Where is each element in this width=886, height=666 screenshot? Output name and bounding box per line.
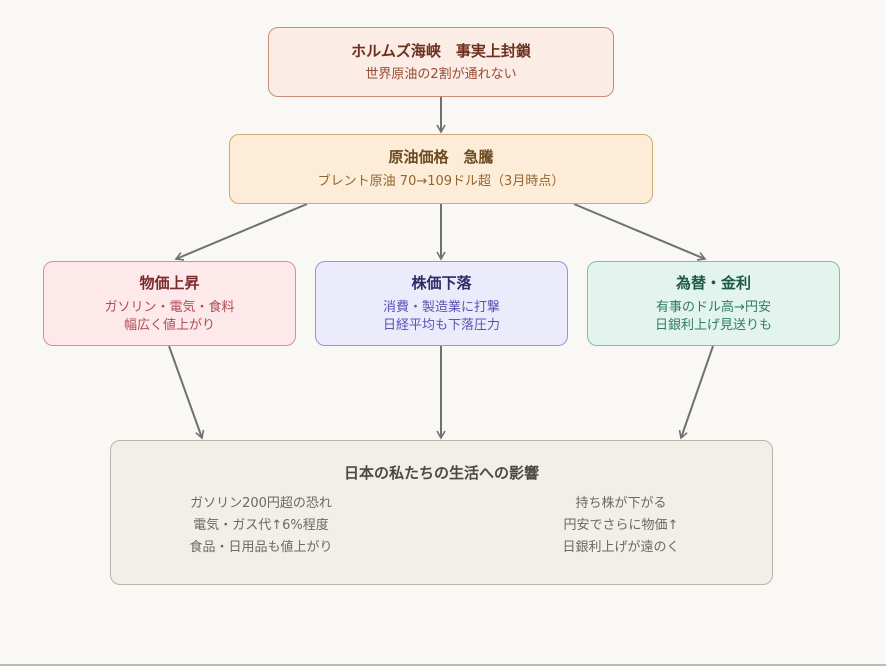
node-title: 日本の私たちの生活への影響	[343, 464, 539, 482]
node-line: 有事のドル高→円安	[656, 299, 771, 315]
impact-item: ガソリン200円超の恐れ	[190, 496, 332, 511]
impact-left-column: ガソリン200円超の恐れ 電気・ガス代↑6%程度 食品・日用品も値上がり	[151, 493, 371, 559]
node-line: ガソリン・電気・食料	[104, 299, 235, 315]
node-subtitle: 世界原油の2割が通れない	[365, 66, 517, 82]
edge-oil-to-fx	[573, 203, 707, 261]
node-title: 為替・金利	[675, 273, 751, 292]
node-subtitle: ブレント原油 70→109ドル超（3月時点）	[317, 174, 565, 189]
node-price-rise: 物価上昇 ガソリン・電気・食料 幅広く値上がり	[43, 261, 296, 346]
node-title: ホルムズ海峡 事実上封鎖	[351, 41, 531, 60]
node-stock-decline: 株価下落 消費・製造業に打撃 日経平均も下落圧力	[315, 261, 568, 346]
window-bottom-border	[0, 664, 886, 666]
node-line: 日銀利上げ見送りも	[654, 317, 772, 333]
node-title: 原油価格 急騰	[388, 148, 494, 166]
impact-item: 食品・日用品も値上がり	[189, 540, 333, 555]
edge-fx-to-impact	[678, 345, 714, 440]
impact-right-column: 持ち株が下がる 円安でさらに物価↑ 日銀利上げが遠のく	[511, 493, 731, 559]
impact-item: 円安でさらに物価↑	[563, 518, 679, 533]
node-line: 日経平均も下落圧力	[382, 317, 500, 333]
node-title: 株価下落	[411, 273, 472, 292]
impact-item: 日銀利上げが遠のく	[562, 540, 680, 555]
node-oil-price-surge: 原油価格 急騰 ブレント原油 70→109ドル超（3月時点）	[229, 134, 653, 204]
impact-item: 持ち株が下がる	[575, 496, 667, 511]
node-title: 物価上昇	[139, 273, 200, 292]
node-hormuz-blockade: ホルムズ海峡 事実上封鎖 世界原油の2割が通れない	[268, 27, 614, 97]
edge-oil-to-price	[174, 203, 308, 261]
impact-item: 電気・ガス代↑6%程度	[193, 518, 329, 533]
node-fx-interest: 為替・金利 有事のドル高→円安 日銀利上げ見送りも	[587, 261, 840, 346]
node-line: 消費・製造業に打撃	[382, 299, 500, 315]
node-line: 幅広く値上がり	[123, 317, 215, 333]
edge-price-to-impact	[168, 345, 205, 440]
node-impact-on-life: 日本の私たちの生活への影響 ガソリン200円超の恐れ 電気・ガス代↑6%程度 食…	[110, 440, 773, 585]
